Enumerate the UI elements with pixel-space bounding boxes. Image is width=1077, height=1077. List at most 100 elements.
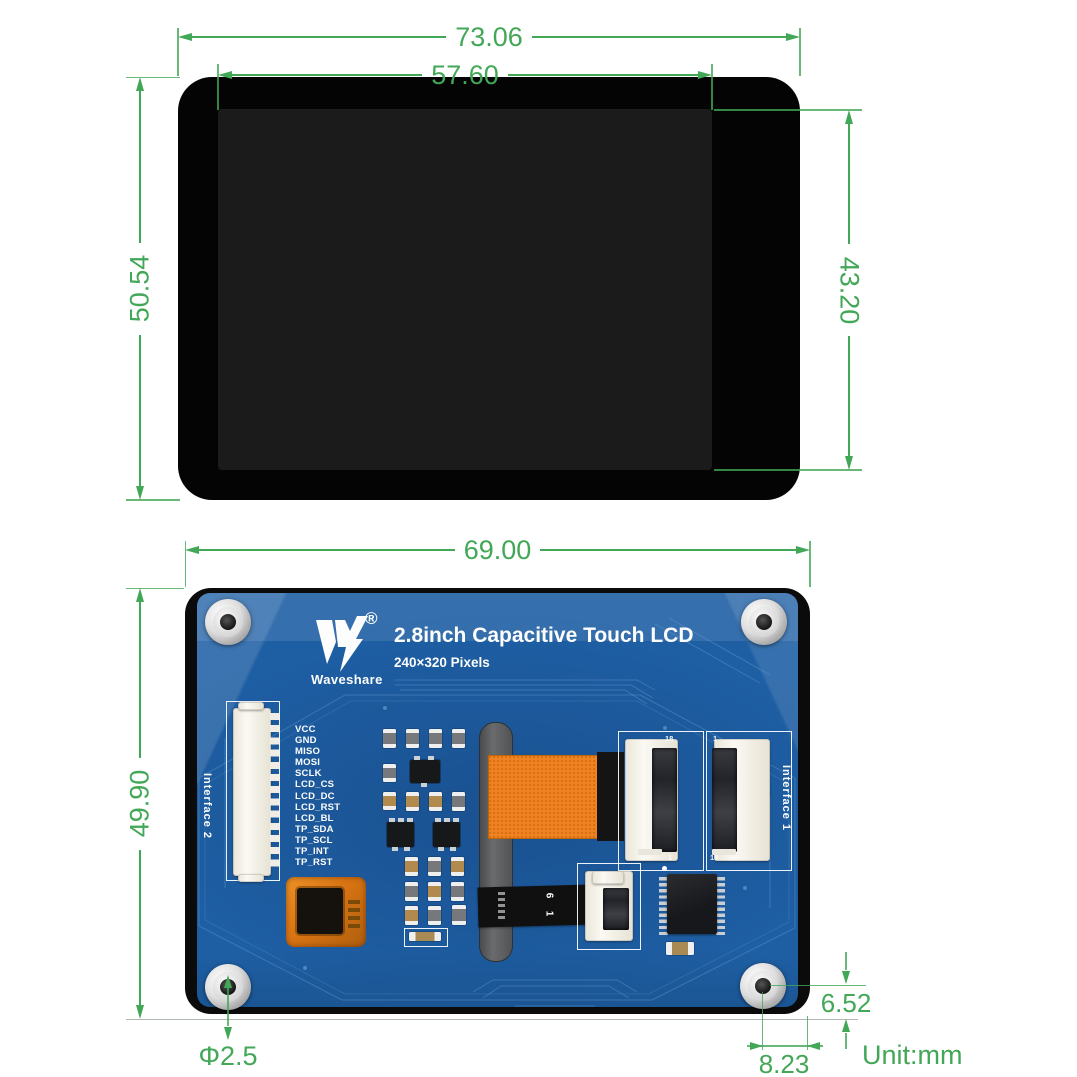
pin-number: 1 <box>713 734 718 743</box>
corner-screw <box>205 599 251 645</box>
arrow-up-icon <box>845 110 853 124</box>
lcd-active-screen <box>218 109 712 470</box>
dim-active-height: 43.20 <box>835 110 865 470</box>
connector-tab <box>238 874 264 882</box>
dim-board-height: 49.90 <box>125 588 155 1019</box>
pin-label: TP_INT <box>295 846 329 858</box>
smd-component <box>452 905 466 925</box>
ext-line <box>714 109 862 111</box>
arrow-up-icon <box>136 588 144 602</box>
pin-number: 1 <box>668 853 673 862</box>
dim-line <box>139 334 141 486</box>
cable-pin-number: 6 <box>543 892 555 899</box>
ext-line <box>184 541 186 587</box>
smd-component <box>429 792 442 811</box>
smd-component <box>452 792 465 811</box>
dim-outer-width: 73.06 <box>178 22 801 52</box>
bottom-ref-line <box>126 1019 858 1021</box>
brand-name: Waveshare <box>311 672 383 687</box>
connector-pins <box>270 713 279 867</box>
arrow-left-icon <box>218 71 232 79</box>
pin-number: 18 <box>665 734 674 743</box>
dim-line <box>139 91 141 243</box>
dim-label-wrap: 49.90 <box>106 758 174 850</box>
ic-pins-right <box>716 877 725 935</box>
touch-connector-slot <box>603 888 629 930</box>
arrow-down-icon <box>841 971 850 984</box>
dim-line <box>747 1045 823 1047</box>
smd-component <box>406 792 419 811</box>
dim-label: 57.60 <box>431 60 499 90</box>
smd-component <box>405 857 418 876</box>
pcb-title: 2.8inch Capacitive Touch LCD <box>394 624 694 647</box>
arrow-right-icon <box>796 546 811 554</box>
pcb-trace-art <box>198 617 796 1007</box>
dim-line <box>232 74 423 76</box>
ext-line <box>799 28 801 76</box>
dim-line <box>531 36 787 38</box>
sot5-ic <box>387 818 414 851</box>
solder-pad <box>638 849 662 855</box>
interface1-label: Interface 1 <box>780 764 792 832</box>
unit-label: Unit:mm <box>862 1040 963 1070</box>
dim-line <box>139 602 141 758</box>
ext-line <box>809 541 811 587</box>
cable-marking <box>498 892 505 920</box>
dim-line <box>199 549 455 551</box>
arrow-left-icon <box>178 33 192 41</box>
ext-line <box>126 587 184 589</box>
solder-jumper-outline <box>404 928 448 947</box>
dim-stem <box>845 1033 847 1049</box>
connector-tab <box>238 702 264 710</box>
cable-pin-number: 1 <box>543 910 555 917</box>
arrow-up-icon <box>223 975 232 988</box>
touch-connector-silkscreen <box>577 863 641 950</box>
dim-stem <box>845 952 847 970</box>
fpc-connector-1-slot <box>652 748 677 852</box>
pin-label: GND <box>295 735 317 747</box>
dim-hole-to-right-label: 8.23 <box>758 1049 810 1077</box>
dim-label: 73.06 <box>455 22 523 52</box>
silkscreen-dot <box>662 866 667 871</box>
smd-component <box>451 857 464 876</box>
smd-component <box>428 882 441 901</box>
dim-label-wrap: 43.20 <box>815 244 883 336</box>
smd-component <box>383 792 396 810</box>
arrow-left-icon <box>807 1041 820 1050</box>
pin-label: TP_SCL <box>295 834 333 846</box>
touch-controller-chip <box>297 888 343 934</box>
solder-pad <box>712 849 736 855</box>
dim-line <box>848 336 850 456</box>
smd-component <box>409 932 441 941</box>
smd-component <box>452 729 465 748</box>
touch-connector-tab <box>592 871 624 884</box>
arrow-up-icon <box>136 77 144 91</box>
pin-number: 18 <box>710 853 719 862</box>
display-fpc-cable <box>488 755 598 839</box>
ext-line <box>711 64 713 110</box>
pin-label: TP_RST <box>295 857 333 869</box>
ext-line <box>770 984 866 986</box>
dim-line <box>139 849 141 1005</box>
ext-line <box>177 28 179 76</box>
ext-line <box>714 469 862 471</box>
pin-label: LCD_CS <box>295 779 335 791</box>
dim-outer-height: 50.54 <box>125 77 155 500</box>
fpc-connector-2-slot <box>712 748 737 852</box>
arrow-down-icon <box>136 1005 144 1019</box>
pin-label: LCD_RST <box>295 801 341 813</box>
pin-label: TP_SDA <box>295 823 334 835</box>
smd-component <box>428 857 441 876</box>
dim-label-wrap: 50.54 <box>106 243 174 335</box>
arrow-up-icon <box>841 1019 850 1032</box>
arrow-right-icon <box>750 1041 763 1050</box>
chip-pads <box>348 900 360 930</box>
arrow-right-icon <box>698 71 713 79</box>
dim-label: 50.54 <box>124 254 155 323</box>
dim-label: 69.00 <box>463 535 532 565</box>
dim-line <box>507 74 699 76</box>
smd-component <box>406 729 419 748</box>
pin-label: LCD_BL <box>295 812 334 824</box>
smd-component <box>666 942 694 955</box>
